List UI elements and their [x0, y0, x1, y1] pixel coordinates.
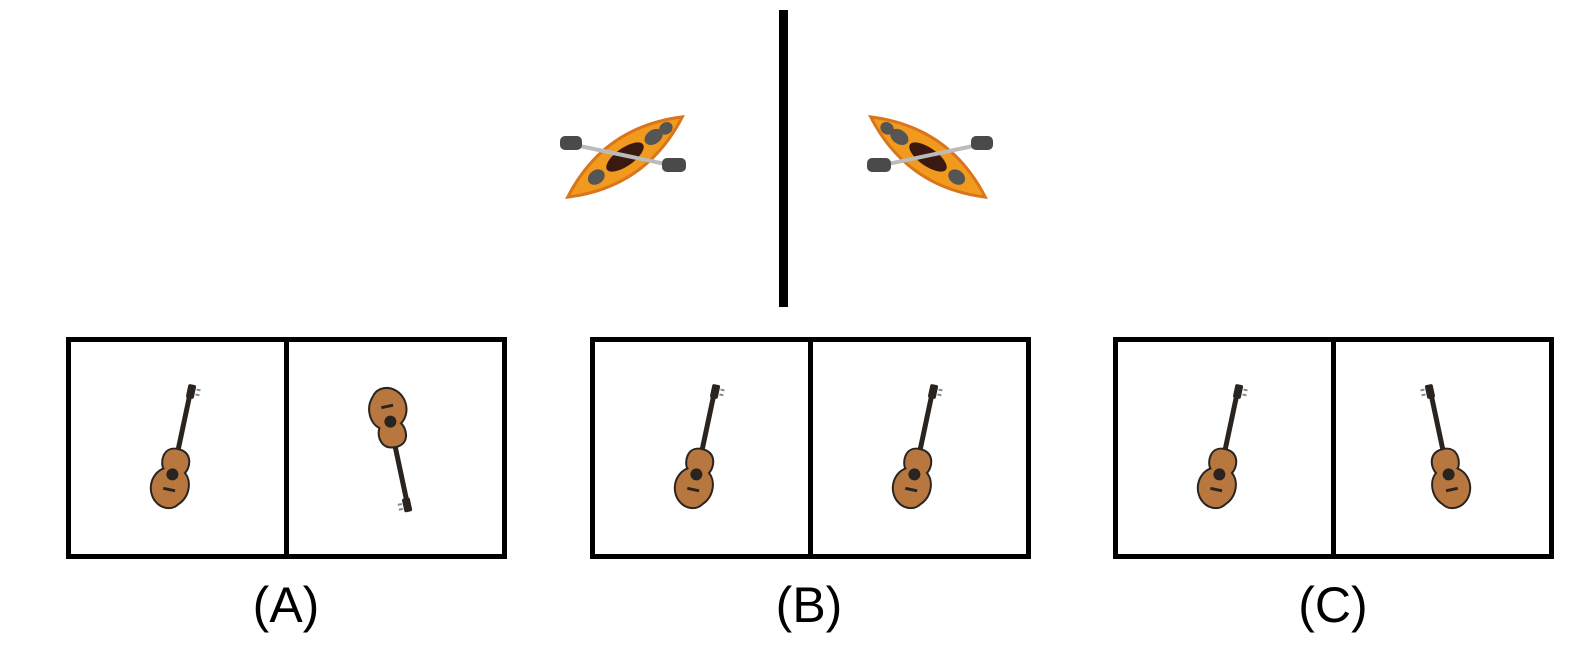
- option-b-panel[interactable]: [590, 337, 1031, 559]
- guitar-icon: [145, 379, 211, 513]
- kayak-mirrored-icon: [858, 100, 998, 215]
- option-c-left-cell: [1118, 342, 1331, 554]
- guitar-icon: [669, 379, 735, 513]
- option-a-label: (A): [252, 577, 320, 633]
- mirror-line: [779, 10, 788, 307]
- option-a-left-cell: [71, 342, 284, 554]
- option-b-left-cell: [595, 342, 808, 554]
- option-b-right-cell: [808, 342, 1026, 554]
- guitar-mirrored-icon: [1409, 379, 1475, 513]
- kayak-icon: [555, 100, 695, 215]
- option-b-label: (B): [775, 577, 843, 633]
- guitar-upside-down-icon: [363, 383, 429, 517]
- option-c-right-cell: [1331, 342, 1549, 554]
- option-a-right-cell: [284, 342, 502, 554]
- option-a-panel[interactable]: [66, 337, 507, 559]
- option-c-panel[interactable]: [1113, 337, 1554, 559]
- guitar-icon: [887, 379, 953, 513]
- guitar-icon: [1192, 379, 1258, 513]
- option-c-label: (C): [1298, 577, 1368, 633]
